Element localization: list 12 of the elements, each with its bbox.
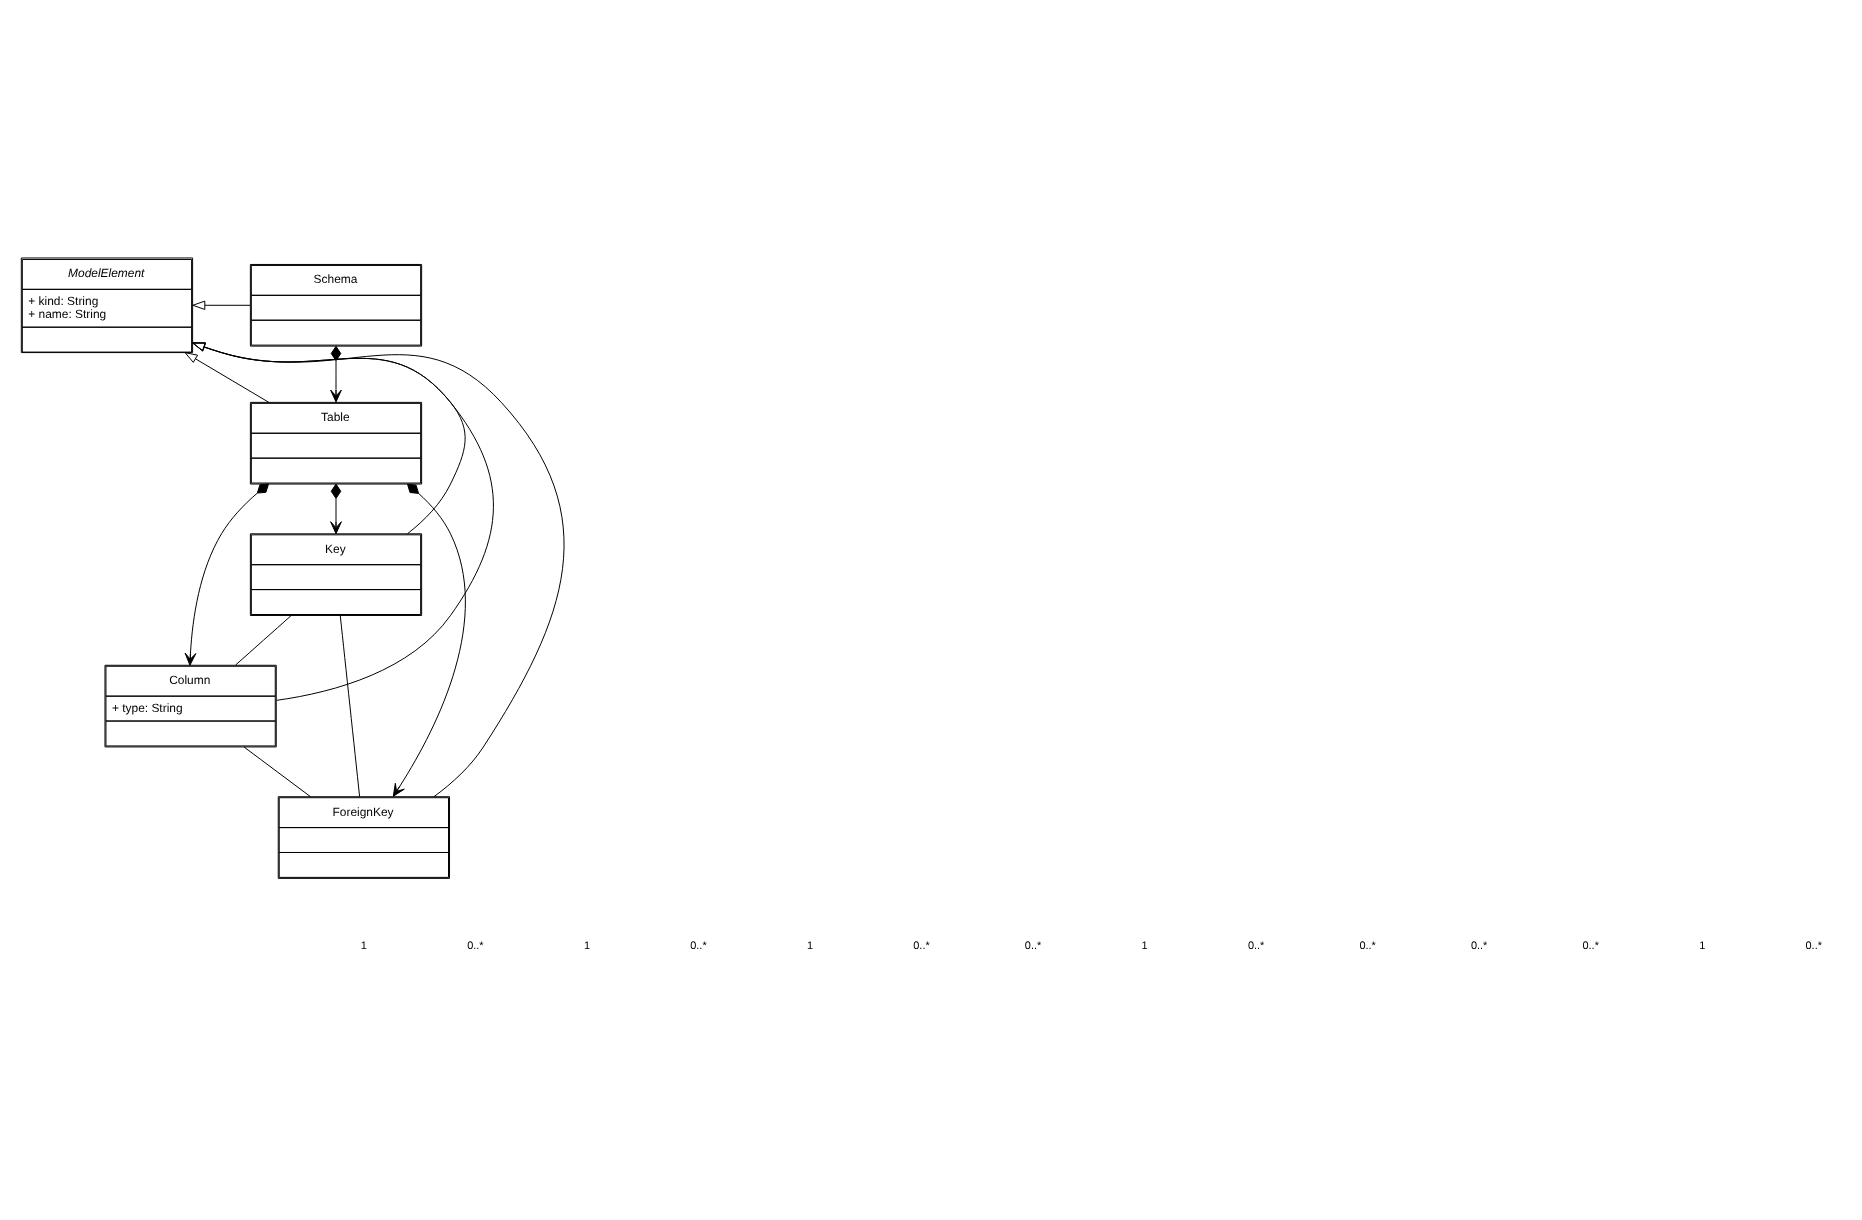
arrow: [330, 344, 342, 402]
arrow: [392, 482, 466, 796]
arrow: [192, 341, 466, 534]
connector: [339, 614, 361, 797]
arrow: [184, 351, 270, 402]
arrow: [192, 341, 494, 700]
arrow: [330, 482, 342, 534]
arrow: [192, 341, 565, 797]
connector: [235, 614, 292, 665]
arrow: [192, 299, 251, 309]
connector: [243, 745, 311, 797]
arrow: [184, 482, 269, 665]
